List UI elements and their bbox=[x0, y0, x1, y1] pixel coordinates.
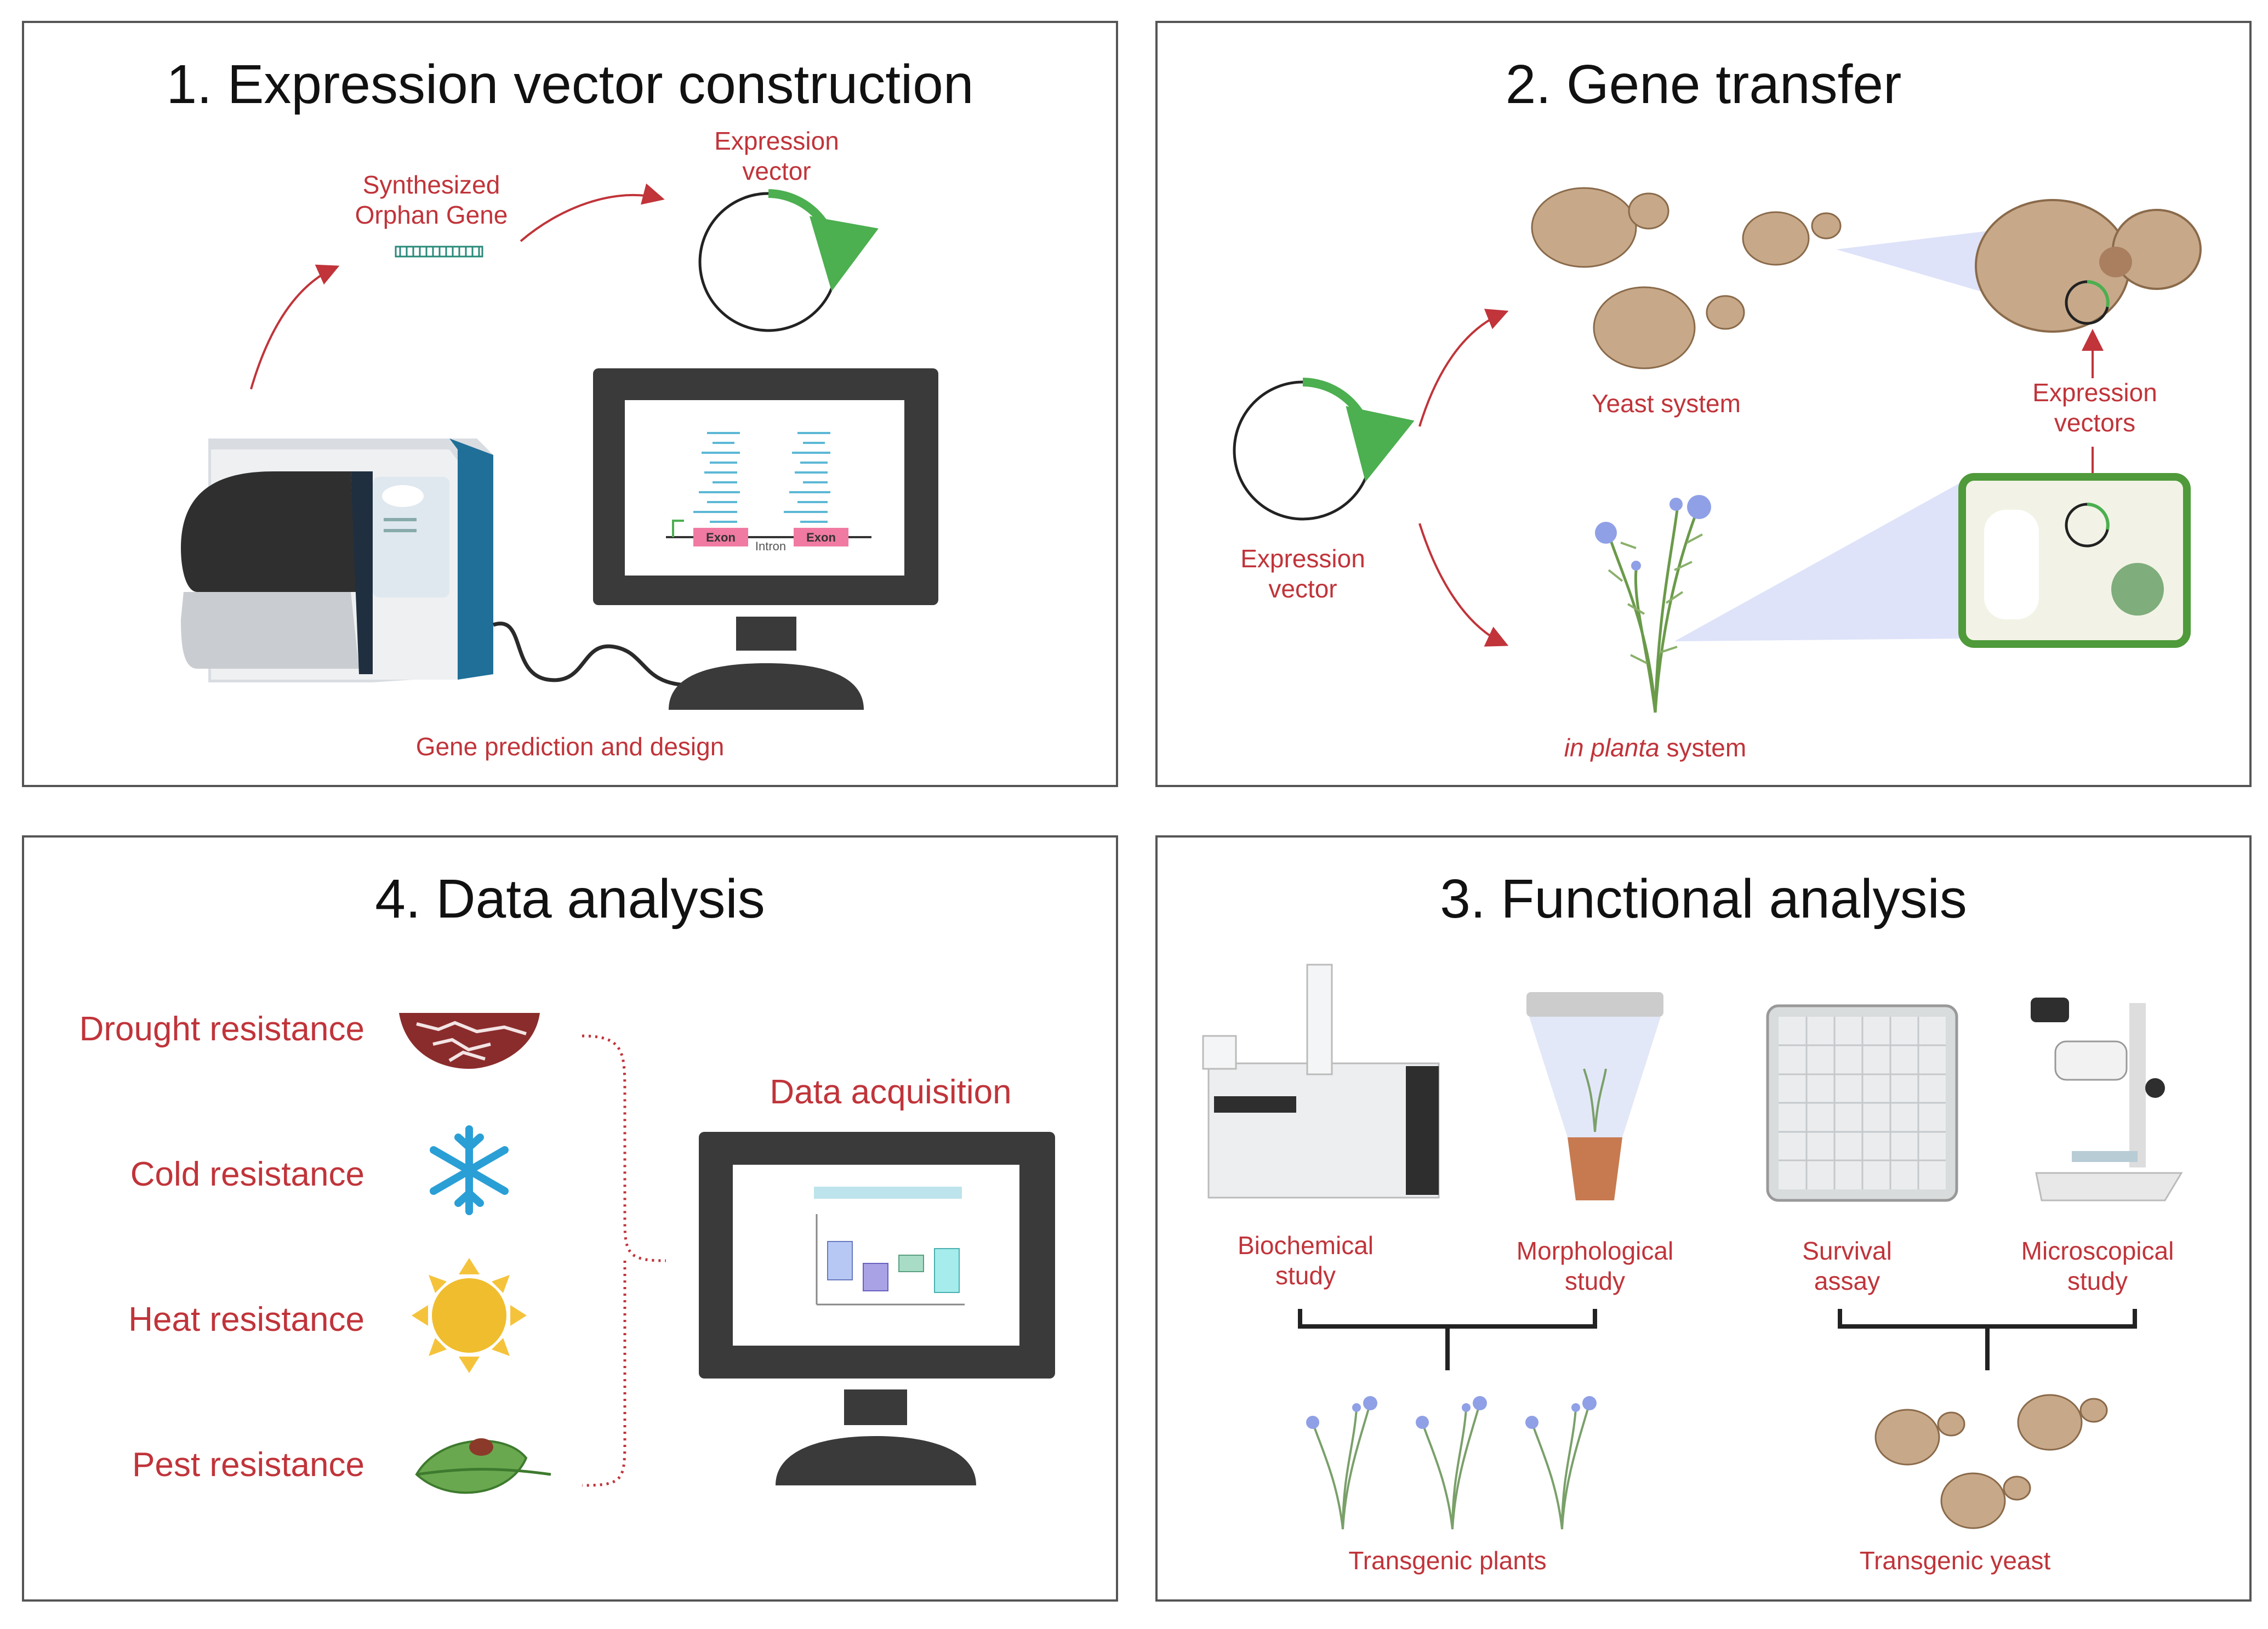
exon-label-2: Exon bbox=[806, 531, 836, 544]
microscope-icon bbox=[2031, 998, 2183, 1201]
plasmid-icon bbox=[1233, 378, 1415, 521]
evs-label-1: Expression bbox=[2032, 378, 2157, 407]
computer-monitor-icon: Exon Exon Intron bbox=[593, 368, 938, 710]
arrow-to-yeast bbox=[1418, 309, 1509, 427]
petri-dish-icon bbox=[1766, 1004, 1958, 1202]
panel-functional-analysis: 3. Functional analysis bbox=[1155, 835, 2252, 1602]
panel-1-title: 1. Expression vector construction bbox=[166, 54, 974, 115]
sun-icon bbox=[412, 1258, 527, 1373]
evs-label-2: vectors bbox=[2054, 408, 2135, 437]
yeast-cell-icon bbox=[1975, 199, 2202, 333]
trait-cold: Cold resistance bbox=[130, 1155, 364, 1193]
intron-label: Intron bbox=[755, 539, 786, 553]
yeast-system-label: Yeast system bbox=[1592, 389, 1741, 418]
potted-plant-icon bbox=[1526, 992, 1663, 1200]
arrow-to-gene bbox=[250, 264, 340, 390]
ev-label-2b: vector bbox=[1268, 574, 1337, 603]
synth-label-2: Orphan Gene bbox=[355, 201, 508, 229]
surv-label-2: assay bbox=[1814, 1267, 1880, 1295]
exon-label-1: Exon bbox=[706, 531, 736, 544]
in-planta-italic: in planta bbox=[1564, 733, 1660, 762]
micro-label-1: Microscopical bbox=[2021, 1237, 2174, 1265]
transgenic-yeast-label: Transgenic yeast bbox=[1860, 1546, 2051, 1575]
snowflake-icon bbox=[430, 1125, 509, 1215]
morph-label-1: Morphological bbox=[1517, 1237, 1673, 1265]
bio-label-1: Biochemical bbox=[1238, 1231, 1374, 1260]
arrow-to-vector bbox=[520, 183, 665, 242]
synth-label-1: Synthesized bbox=[363, 170, 500, 199]
trait-heat: Heat resistance bbox=[128, 1301, 364, 1338]
flax-flower-icon bbox=[1595, 495, 1711, 571]
trait-pest: Pest resistance bbox=[132, 1446, 364, 1484]
panel-3-title: 3. Functional analysis bbox=[1440, 868, 1967, 930]
ev-label-2: vector bbox=[742, 157, 811, 185]
zoom-cone-yeast bbox=[1836, 229, 2006, 299]
computer-monitor-icon bbox=[699, 1132, 1055, 1485]
micro-label-2: study bbox=[2067, 1267, 2128, 1295]
panel-2-title: 2. Gene transfer bbox=[1505, 54, 1902, 115]
gene-prediction-caption: Gene prediction and design bbox=[416, 732, 725, 761]
in-planta-rest: system bbox=[1660, 733, 1746, 762]
bracket-yeast bbox=[1838, 1309, 2137, 1370]
data-acquisition-label: Data acquisition bbox=[770, 1073, 1011, 1111]
ev-label-1b: Expression bbox=[1240, 544, 1365, 573]
in-planta-label: in planta system bbox=[1564, 733, 1746, 762]
panel-gene-transfer: 2. Gene transfer bbox=[1155, 21, 2252, 787]
plant-cell-icon bbox=[1958, 473, 2191, 648]
bracket-plants bbox=[1298, 1309, 1597, 1370]
flax-plant-icon bbox=[1312, 1403, 1591, 1530]
boxplot-chart-icon bbox=[814, 1187, 965, 1306]
dna-fragment-icon bbox=[395, 246, 483, 258]
grouping-bracket bbox=[582, 1034, 666, 1487]
yeast-cell-icon bbox=[1531, 187, 1842, 369]
leaf-with-bug-icon bbox=[415, 1438, 551, 1494]
surv-label-1: Survival bbox=[1802, 1237, 1892, 1265]
bio-label-2: study bbox=[1275, 1261, 1336, 1290]
gc-ms-instrument-icon bbox=[1202, 964, 1440, 1199]
transgenic-plants-label: Transgenic plants bbox=[1348, 1546, 1546, 1575]
zoom-cone-plant bbox=[1674, 482, 1961, 641]
trait-drought: Drought resistance bbox=[79, 1010, 364, 1048]
ev-label-1: Expression bbox=[714, 127, 839, 155]
cracked-soil-icon bbox=[399, 1013, 540, 1069]
yeast-cell-icon bbox=[1874, 1394, 2108, 1529]
sequencer-machine-icon bbox=[181, 438, 691, 687]
morph-label-2: study bbox=[1565, 1267, 1625, 1295]
arrow-to-plant bbox=[1418, 523, 1509, 647]
panel-4-title: 4. Data analysis bbox=[375, 868, 765, 930]
flax-flower-icon bbox=[1306, 1396, 1597, 1429]
plasmid-icon bbox=[698, 189, 879, 332]
flax-plant-icon bbox=[1607, 509, 1703, 713]
